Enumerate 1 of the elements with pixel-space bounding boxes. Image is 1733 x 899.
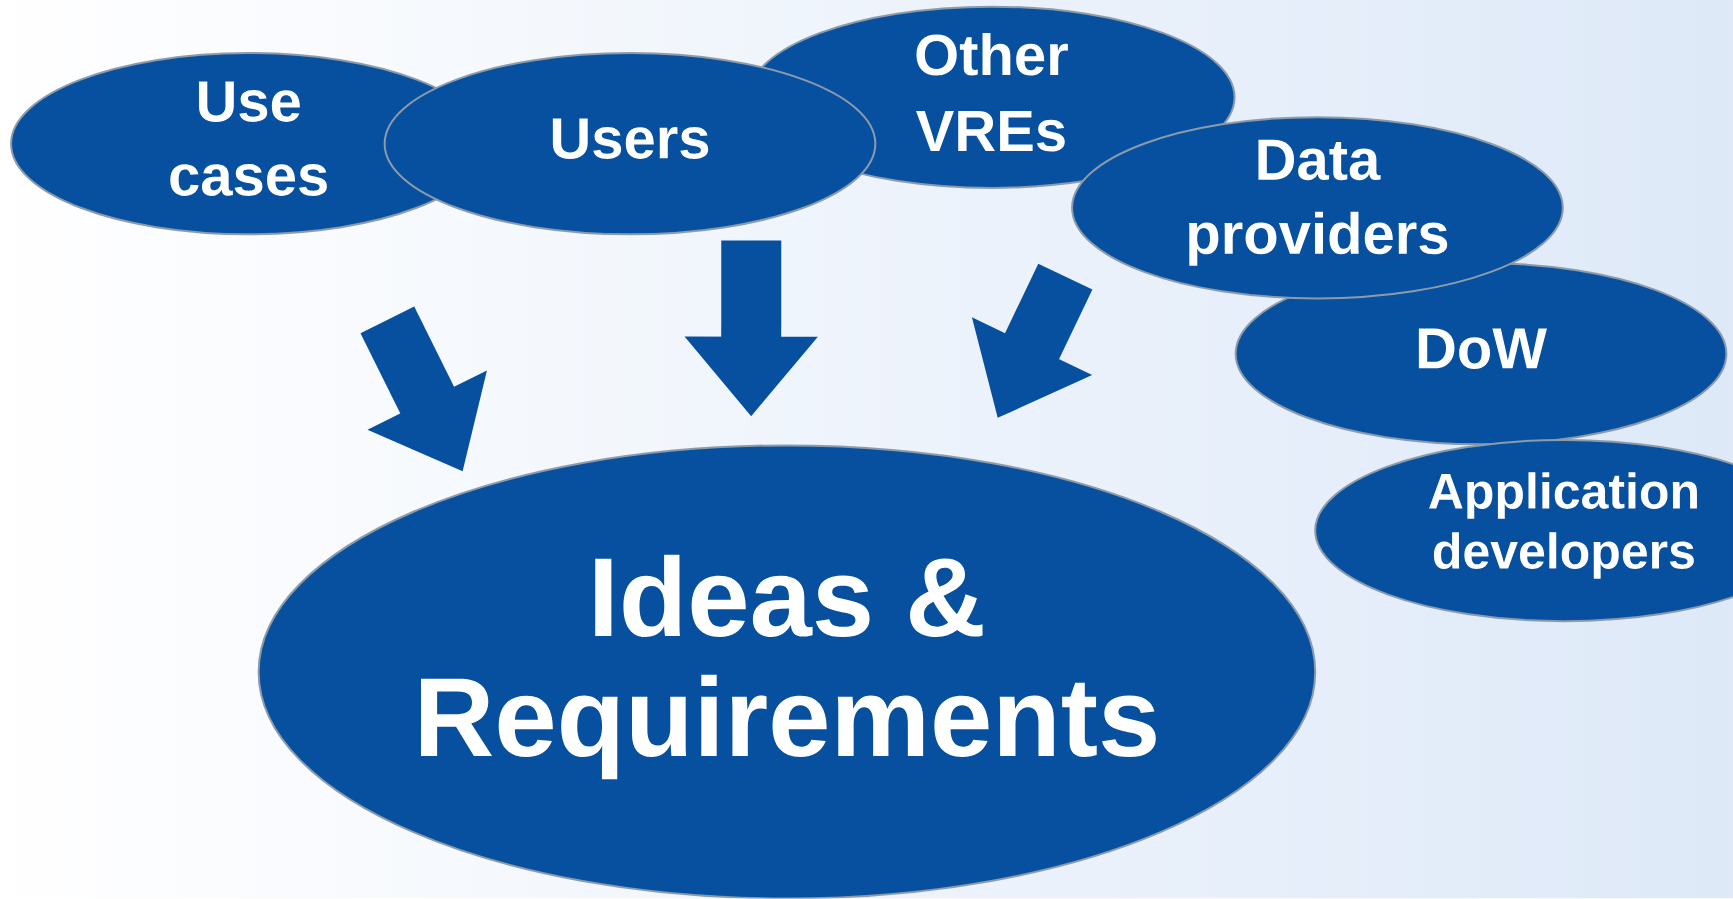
node-label: DoW: [1418, 328, 1547, 370]
